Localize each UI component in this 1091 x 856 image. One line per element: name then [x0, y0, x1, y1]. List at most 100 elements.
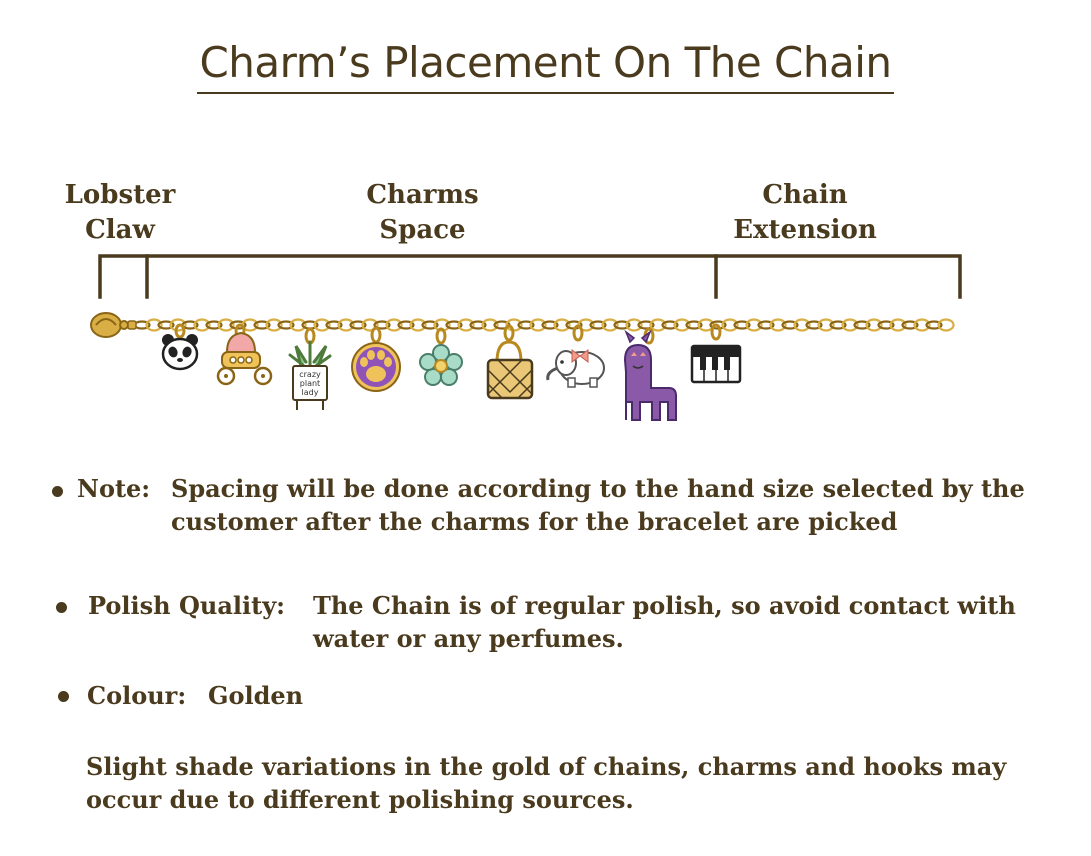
chain-link [313, 318, 331, 332]
page-title: Charm’s Placement On The Chain [0, 38, 1091, 95]
jump-ring [503, 324, 515, 342]
chain-link [349, 320, 367, 330]
chain-link [829, 320, 847, 330]
chain-link [853, 320, 871, 330]
bracelet-diagram: crazy plant lady [90, 254, 962, 421]
chain-link [445, 320, 463, 330]
chain-link [385, 318, 403, 332]
note-label: Note: [77, 474, 151, 503]
segment-label-lobster-claw: Lobster Claw [50, 178, 190, 248]
jump-rings [174, 323, 722, 345]
chain [133, 318, 955, 332]
chain-link [721, 318, 739, 332]
chain-link [529, 318, 547, 332]
chain-link [517, 320, 535, 330]
polish-quality-text-line: water or any perfumes. [313, 624, 624, 653]
chain-link [613, 320, 631, 330]
handbag-charm-icon [486, 340, 534, 400]
chain-link [805, 320, 823, 330]
elephant-charm-icon [546, 349, 605, 388]
chain-link [553, 318, 571, 332]
colour-section: Colour: Golden [0, 679, 1091, 719]
bullet-icon [58, 691, 69, 702]
plant-pot-text: lady [302, 388, 319, 397]
note-text: Spacing will be done according to the ha… [171, 472, 1025, 538]
chain-link [589, 320, 607, 330]
chain-link [769, 318, 787, 332]
note-text-line: Spacing will be done according to the ha… [171, 474, 1025, 503]
chain-link [733, 320, 751, 330]
footer-note: Slight shade variations in the gold of c… [86, 750, 1006, 816]
paw-charm-icon [351, 342, 401, 392]
jump-ring [174, 323, 186, 339]
note-section: Note: Spacing will be done according to … [0, 472, 1091, 552]
polish-quality-text: The Chain is of regular polish, so avoid… [313, 589, 1016, 655]
chain-link [541, 320, 559, 330]
chain-link [361, 318, 379, 332]
chain-link [289, 318, 307, 332]
segment-label-charms-space: Charms Space [340, 178, 505, 248]
chain-link [601, 318, 619, 332]
segment-label-line: Extension [733, 215, 877, 245]
chain-link [793, 318, 811, 332]
chain-link [673, 318, 691, 332]
piano-charm-icon [690, 344, 742, 384]
jump-ring [572, 324, 584, 342]
chain-link [661, 320, 679, 330]
panda-charm-icon [161, 334, 199, 371]
flower-charm-icon [419, 344, 463, 386]
segment-label-line: Charms [366, 180, 479, 210]
chain-link [421, 320, 439, 330]
chain-link [865, 318, 883, 332]
chain-link [817, 318, 835, 332]
note-text-line: customer after the charms for the bracel… [171, 507, 898, 536]
chain-link [277, 320, 295, 330]
chain-link [157, 320, 175, 330]
chain-link [637, 320, 655, 330]
chain-link [325, 320, 343, 330]
chain-link [193, 318, 211, 332]
chain-link [145, 318, 163, 332]
segment-brackets [98, 254, 962, 299]
bracket-charms-space [145, 254, 718, 299]
colour-text: Golden [208, 679, 303, 712]
chain-link [397, 320, 415, 330]
lobster-clasp-icon [90, 312, 137, 338]
chain-link [481, 318, 499, 332]
polish-quality-text-line: The Chain is of regular polish, so avoid… [313, 591, 1016, 620]
segment-label-line: Lobster [64, 180, 176, 210]
chain-link [937, 318, 955, 332]
jump-ring [710, 323, 722, 341]
chain-link [757, 320, 775, 330]
chain-link [169, 318, 187, 332]
chain-link [205, 320, 223, 330]
segment-label-line: Claw [85, 215, 155, 245]
bullet-icon [52, 486, 63, 497]
chain-link [229, 320, 247, 330]
jump-ring [435, 327, 447, 345]
chain-link [685, 320, 703, 330]
chain-link [409, 318, 427, 332]
footer-note-line: occur due to different polishing sources… [86, 785, 634, 814]
llama-charm-icon [623, 329, 677, 421]
chain-link [901, 320, 919, 330]
chain-link [265, 318, 283, 332]
bracket-chain-extension [714, 254, 962, 299]
chain-link [457, 318, 475, 332]
jump-ring [370, 326, 382, 344]
chain-link [337, 318, 355, 332]
chain-link [253, 320, 271, 330]
chain-link [925, 320, 943, 330]
chain-link [625, 318, 643, 332]
chain-link [469, 320, 487, 330]
chain-link [745, 318, 763, 332]
segment-label-chain-extension: Chain Extension [715, 178, 895, 248]
polish-quality-section: Polish Quality: The Chain is of regular … [0, 589, 1091, 669]
segment-label-line: Chain [762, 180, 848, 210]
chain-link [217, 318, 235, 332]
bracket-lobster-claw [98, 254, 149, 299]
chain-link [649, 318, 667, 332]
chain-link [373, 320, 391, 330]
carriage-charm-icon [216, 331, 273, 386]
colour-label: Colour: [87, 681, 187, 710]
